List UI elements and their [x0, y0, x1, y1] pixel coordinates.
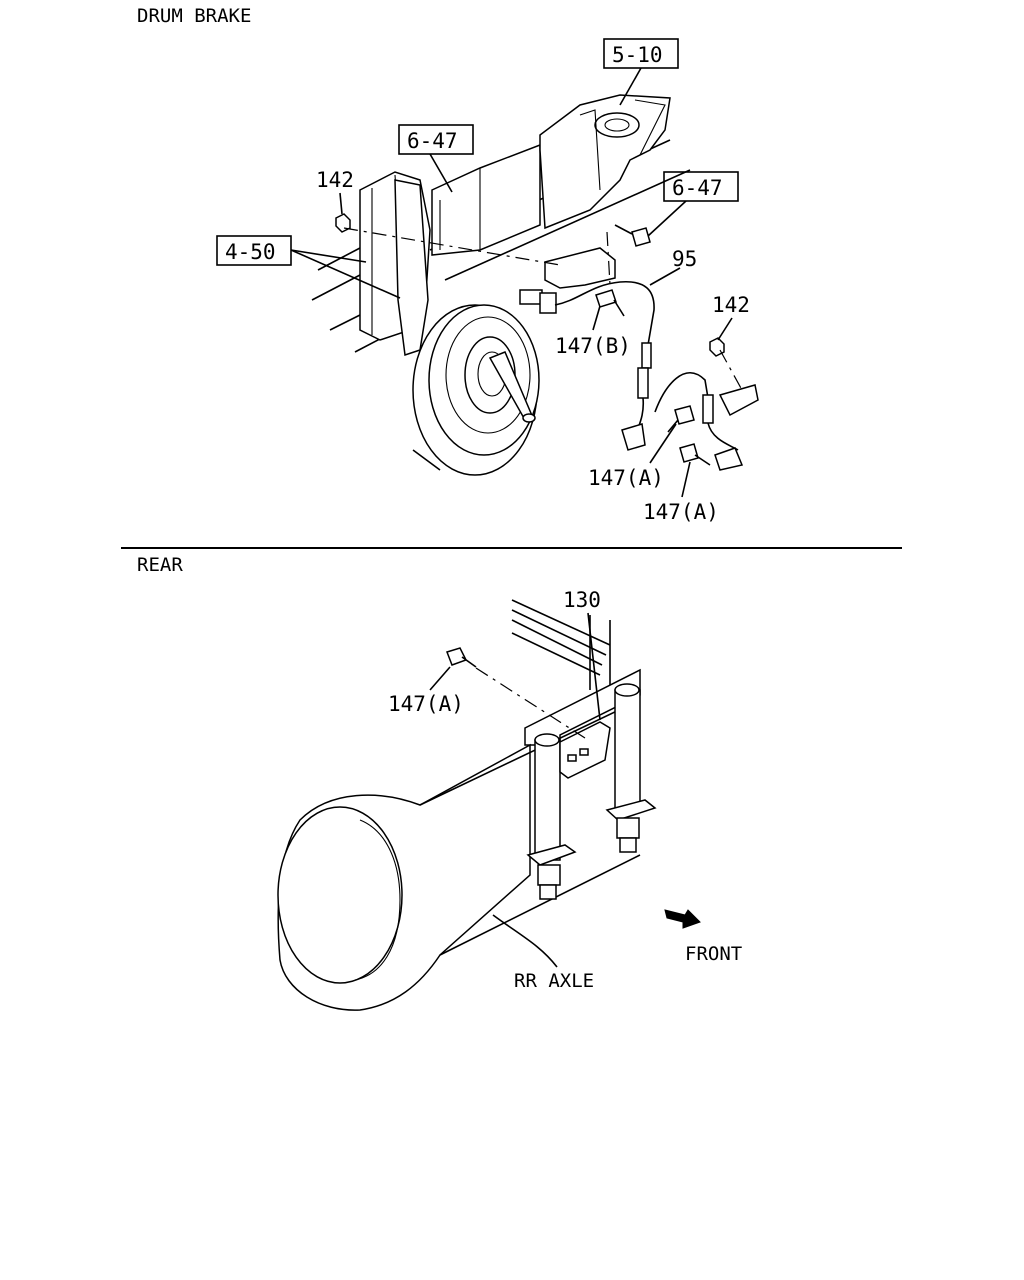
- assembly-line: [606, 231, 611, 286]
- bolt-147a-1: [667, 405, 695, 433]
- leader-line: [429, 153, 453, 193]
- ref-box-6-47-b: [663, 171, 739, 202]
- callout-147b: 147(B): [555, 334, 631, 358]
- assembly-line: [719, 349, 743, 391]
- assembly-line: [343, 227, 561, 266]
- bolt-147b: [595, 289, 625, 317]
- callout-147a-2: 147(A): [643, 500, 719, 524]
- leader-line: [290, 249, 367, 263]
- assembly-line: [475, 667, 586, 739]
- abs-sensor-harness: [519, 247, 759, 471]
- ref-box-6-47-a: [398, 124, 474, 155]
- leader-line: [290, 249, 401, 299]
- section-title-rear: REAR: [137, 554, 183, 576]
- leader-line: [649, 267, 681, 286]
- callout-130: 130: [563, 588, 601, 612]
- bolt-6-47: [614, 224, 651, 247]
- leader-line: [619, 67, 642, 106]
- leaf-hanger: [359, 171, 431, 357]
- brake-bracket: [431, 143, 541, 256]
- brake-drum: [412, 304, 540, 476]
- callout-5-10: 5-10: [612, 43, 663, 67]
- leader-line: [717, 317, 733, 341]
- label-rr-axle: RR AXLE: [514, 970, 594, 992]
- leader-line: [649, 423, 677, 464]
- callout-6-47-a: 6-47: [407, 129, 458, 153]
- leader-line: [592, 305, 601, 331]
- callout-6-47-b: 6-47: [672, 176, 723, 200]
- bolt-147a-2: [679, 443, 711, 466]
- bolt-147a-3: [446, 647, 477, 668]
- leader-line: [429, 666, 451, 691]
- callout-4-50: 4-50: [225, 240, 276, 264]
- callout-142-b: 142: [712, 293, 750, 317]
- leader-line: [587, 612, 601, 721]
- callout-95: 95: [672, 247, 697, 271]
- leader-line: [681, 461, 691, 498]
- leader-line: [647, 200, 687, 237]
- knuckle-housing: [539, 94, 671, 230]
- label-front: FRONT: [685, 943, 742, 965]
- sensor-bracket-130: [559, 721, 611, 779]
- leader-line: [492, 914, 558, 968]
- callout-142-a: 142: [316, 168, 354, 192]
- callout-147a-1: 147(A): [588, 466, 664, 490]
- nut-142-a: [335, 213, 351, 233]
- u-bolt-front: [526, 733, 577, 900]
- front-arrow-icon: [664, 909, 701, 929]
- section-title-drum-brake: DRUM BRAKE: [137, 5, 251, 27]
- leader-line: [339, 192, 343, 215]
- rear-axle-housing: [277, 699, 641, 1011]
- callout-147a-3: 147(A): [388, 692, 464, 716]
- u-bolt-rear: [605, 683, 657, 853]
- rear-frame-rail: [511, 599, 641, 746]
